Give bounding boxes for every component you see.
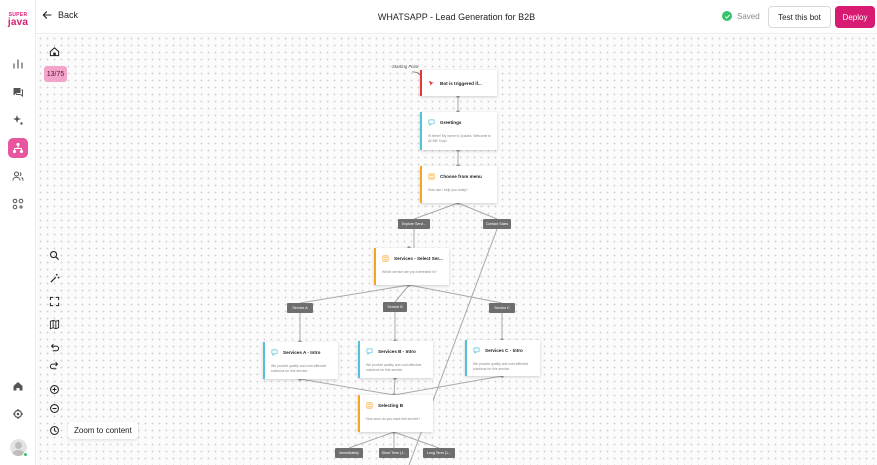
service-c-node-body: We provide quality and cost-effective so… bbox=[473, 362, 529, 371]
deploy-button[interactable]: Deploy bbox=[835, 6, 875, 28]
step-counter-badge: 13/75 bbox=[44, 66, 67, 82]
start-hint-label: Starting Point bbox=[392, 64, 419, 69]
selecting-node-body: How soon do you want this service? bbox=[366, 417, 421, 421]
flow-connectors bbox=[298, 71, 504, 465]
service-a-node[interactable]: Services A - Intro We provide quality an… bbox=[263, 342, 338, 379]
selecting-node[interactable]: Selecting B How soon do you want this se… bbox=[358, 395, 433, 432]
zoom-to-content-tooltip: Zoom to content bbox=[68, 422, 138, 439]
user-avatar[interactable] bbox=[10, 439, 27, 456]
services-node-title: Services - Select Ser... bbox=[394, 256, 443, 261]
service-c-node[interactable]: Services C - Intro We provide quality an… bbox=[465, 340, 540, 376]
trigger-node-header: Bot is triggered if... bbox=[428, 80, 482, 87]
greetings-node-title: Greetings bbox=[440, 120, 462, 125]
home-view-icon[interactable] bbox=[45, 42, 63, 60]
zoom-out-icon[interactable] bbox=[45, 399, 63, 417]
test-bot-button[interactable]: Test this bot bbox=[768, 6, 831, 28]
message-icon bbox=[473, 347, 480, 354]
check-circle-icon bbox=[722, 11, 732, 21]
sparkle-icon[interactable] bbox=[8, 110, 28, 130]
service-a-node-body: We provide quality and cost-effective so… bbox=[271, 364, 327, 373]
chip-service-b[interactable]: Service B bbox=[383, 302, 407, 312]
chip-immediately[interactable]: Immediately bbox=[335, 448, 363, 458]
menu-node[interactable]: Choose from menu How can I help you toda… bbox=[420, 166, 497, 203]
chip-service-a[interactable]: Service A bbox=[287, 303, 313, 313]
service-b-node-title: Services B - Intro bbox=[378, 349, 416, 354]
chat-icon[interactable] bbox=[8, 82, 28, 102]
chip-short-term[interactable]: Short Term (1... bbox=[379, 448, 409, 458]
left-rail: SUPER java bbox=[0, 0, 36, 465]
saved-status: Saved bbox=[722, 11, 760, 21]
list-icon bbox=[428, 173, 435, 180]
flow-icon[interactable] bbox=[8, 138, 28, 158]
back-label: Back bbox=[58, 10, 79, 20]
services-node[interactable]: Services - Select Ser... Which service a… bbox=[374, 248, 449, 285]
message-icon bbox=[428, 119, 435, 126]
map-icon[interactable] bbox=[45, 315, 63, 333]
trigger-node[interactable]: Bot is triggered if... bbox=[420, 70, 497, 96]
brand-logo[interactable]: SUPER java bbox=[7, 9, 29, 31]
magic-wand-icon[interactable] bbox=[45, 269, 63, 287]
top-bar: Back WHATSAPP - Lead Generation for B2B … bbox=[36, 0, 877, 34]
services-node-body: Which service are you interested in? bbox=[382, 270, 437, 274]
service-b-node-header: Services B - Intro bbox=[366, 348, 416, 355]
settings-icon[interactable] bbox=[8, 404, 28, 424]
message-icon bbox=[271, 349, 278, 356]
flow-canvas[interactable]: Starting Point Bot is triggered if... Gr… bbox=[37, 35, 877, 465]
brand-logo-line2: java bbox=[7, 16, 29, 28]
chip-service-c[interactable]: Service C bbox=[489, 303, 515, 313]
service-c-node-header: Services C - Intro bbox=[473, 347, 523, 354]
integrations-icon[interactable] bbox=[8, 194, 28, 214]
zoom-to-content-icon[interactable] bbox=[45, 421, 63, 439]
selecting-node-title: Selecting B bbox=[378, 403, 404, 408]
service-b-node-body: We provide quality and cost-effective so… bbox=[366, 363, 422, 372]
chip-explore-services[interactable]: Explore Servi... bbox=[398, 219, 430, 229]
list-icon bbox=[366, 402, 373, 409]
greetings-node-header: Greetings bbox=[428, 119, 461, 126]
page-title: WHATSAPP - Lead Generation for B2B bbox=[377, 12, 536, 22]
saved-label: Saved bbox=[737, 11, 760, 21]
search-icon[interactable] bbox=[45, 246, 63, 264]
chip-long-term[interactable]: Long Term (1... bbox=[423, 448, 455, 458]
menu-node-header: Choose from menu bbox=[428, 173, 482, 180]
selecting-node-header: Selecting B bbox=[366, 402, 403, 409]
expand-icon[interactable] bbox=[45, 292, 63, 310]
online-status-dot bbox=[23, 452, 28, 457]
arrow-left-icon bbox=[42, 11, 52, 19]
service-a-node-header: Services A - Intro bbox=[271, 349, 320, 356]
greetings-node[interactable]: Greetings Hi there! My name is Quadra. W… bbox=[420, 112, 497, 150]
back-button[interactable]: Back bbox=[42, 10, 78, 20]
cursor-icon bbox=[428, 80, 434, 86]
trigger-node-title: Bot is triggered if... bbox=[440, 81, 482, 86]
menu-node-title: Choose from menu bbox=[440, 174, 482, 179]
menu-node-body: How can I help you today? bbox=[428, 188, 468, 192]
service-c-node-title: Services C - Intro bbox=[485, 348, 523, 353]
undo-icon[interactable] bbox=[45, 338, 63, 356]
service-b-node[interactable]: Services B - Intro We provide quality an… bbox=[358, 341, 433, 378]
zoom-in-icon[interactable] bbox=[45, 380, 63, 398]
greetings-node-body: Hi there! My name is Quadra. Welcome to … bbox=[428, 134, 492, 143]
services-node-header: Services - Select Ser... bbox=[382, 255, 443, 262]
list-icon bbox=[382, 255, 389, 262]
home-icon[interactable] bbox=[8, 376, 28, 396]
message-icon bbox=[366, 348, 373, 355]
brand-logo-line1: SUPER bbox=[8, 11, 28, 18]
analytics-icon[interactable] bbox=[8, 54, 28, 74]
users-icon[interactable] bbox=[8, 166, 28, 186]
redo-icon[interactable] bbox=[45, 356, 63, 374]
chip-contact-sales[interactable]: Contact Sales bbox=[483, 219, 511, 229]
service-a-node-title: Services A - Intro bbox=[283, 350, 321, 355]
